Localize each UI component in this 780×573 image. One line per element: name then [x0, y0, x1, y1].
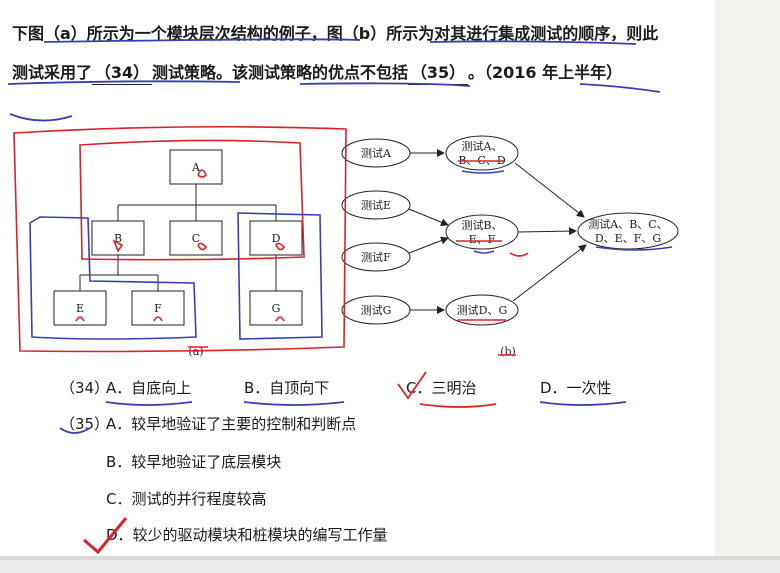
- document-page: 下图（a）所示为一个模块层次结构的例子，图（b）所示为对其进行集成测试的顺序，则…: [7, 14, 679, 555]
- node-test-abcd-label-1: 测试A、: [462, 140, 503, 153]
- module-box-f: [131, 290, 185, 326]
- module-box-d: [249, 220, 303, 256]
- node-test-e: [341, 190, 411, 220]
- module-box-g: [249, 290, 303, 326]
- node-test-f: [341, 242, 411, 272]
- module-box-e: [53, 290, 107, 326]
- figures: A B C D E F G (a) 测试A 测试E 测试F: [13, 125, 679, 358]
- q34-option-c[interactable]: C．三明治: [406, 379, 477, 397]
- module-c-label: C: [192, 232, 200, 245]
- q35-option-b[interactable]: B．较早地验证了底层模块: [106, 453, 282, 471]
- module-box-c: [169, 220, 223, 256]
- node-test-a-label: 测试A: [361, 147, 392, 160]
- node-test-dg: [445, 294, 519, 326]
- bottom-bar: [0, 556, 780, 573]
- node-test-all: [577, 212, 679, 250]
- module-b-label: B: [114, 232, 122, 245]
- module-e-label: E: [76, 302, 84, 315]
- module-a-label: A: [191, 161, 201, 174]
- question-text: 下图（a）所示为一个模块层次结构的例子，图（b）所示为对其进行集成测试的顺序，则…: [12, 14, 672, 92]
- question-part3: 。（2016 年上半年）: [468, 63, 623, 82]
- figure-ink-annotations: [13, 125, 673, 356]
- node-test-all-label-2: D、E、F、G: [595, 232, 661, 245]
- module-box-a: [169, 149, 223, 185]
- node-test-g-label: 测试G: [361, 304, 392, 317]
- node-test-f-label: 测试F: [361, 251, 391, 264]
- node-test-e-label: 测试E: [361, 199, 391, 212]
- q34-number: （34）: [60, 379, 110, 397]
- node-test-bef-label-2: E、F: [469, 233, 496, 246]
- figure-b-arrows: [408, 149, 587, 314]
- q34-option-a[interactable]: A．自底向上: [106, 379, 192, 397]
- node-test-all-label-1: 测试A、B、C、: [588, 218, 667, 231]
- q35-option-d[interactable]: D．较少的驱动模块和桩模块的编写工作量: [106, 526, 388, 544]
- q34-option-b[interactable]: B．自顶向下: [244, 379, 330, 397]
- module-d-label: D: [272, 232, 281, 245]
- right-margin-strip: [715, 0, 780, 573]
- figure-b-caption: (b): [500, 345, 516, 358]
- module-g-label: G: [272, 302, 281, 315]
- blank-35: （35）: [408, 62, 469, 85]
- module-f-label: F: [154, 302, 162, 315]
- q35-number: （35）: [60, 415, 110, 433]
- q35-option-a[interactable]: A．较早地验证了主要的控制和判断点: [106, 415, 357, 433]
- node-test-dg-label: 测试D、G: [457, 304, 508, 317]
- q34-option-d[interactable]: D．一次性: [540, 379, 612, 397]
- question-part1: 下图（a）所示为一个模块层次结构的例子，图（b）所示为对其进行集成测试的顺序，则…: [12, 24, 659, 82]
- blank-34: （34）: [92, 62, 153, 85]
- question-part2: 测试策略。该测试策略的优点不包括: [152, 63, 409, 82]
- node-test-bef-label-1: 测试B、: [461, 219, 502, 232]
- figure-a-hierarchy: [53, 149, 303, 326]
- q35-option-c[interactable]: C．测试的并行程度较高: [106, 490, 267, 508]
